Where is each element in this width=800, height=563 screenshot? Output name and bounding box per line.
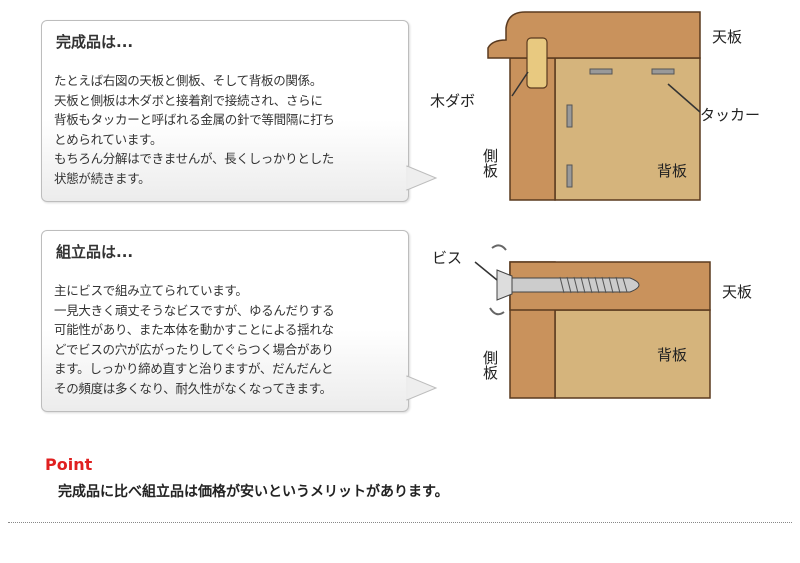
bubble-tail [406, 165, 438, 191]
finished-diagram [487, 11, 701, 201]
finished-title: 完成品は... [56, 33, 134, 51]
top-board [487, 11, 701, 59]
dotted-divider [8, 522, 792, 523]
assembled-product-bubble: 組立品は... 主にビスで組み立てられています。 一見大きく頑丈そうなビスですが… [41, 230, 409, 412]
rotation-mark [489, 307, 505, 316]
assembled-diagram [474, 244, 711, 399]
point-label: Point [45, 455, 93, 474]
assembled-body: 主にビスで組み立てられています。 一見大きく頑丈そうなビスですが、ゆるんだりする… [54, 283, 335, 396]
label-side-board: 側板 [481, 148, 499, 178]
finished-body: たとえば右図の天板と側板、そして背板の関係。 天板と側板は木ダボと接着剤で接続さ… [54, 73, 335, 186]
screw [496, 269, 640, 301]
label-dowel: 木ダボ [430, 92, 476, 110]
finished-product-bubble: 完成品は... たとえば右図の天板と側板、そして背板の関係。 天板と側板は木ダボ… [41, 20, 409, 202]
staples [566, 68, 675, 188]
label-tacker: タッカー [700, 106, 761, 124]
label-top-board: 天板 [722, 283, 753, 301]
bubble-tail [406, 375, 438, 401]
rotation-mark [491, 244, 507, 251]
label-screw: ビス [432, 249, 463, 267]
label-top-board: 天板 [712, 28, 743, 46]
dowel [526, 37, 548, 89]
assembled-title: 組立品は... [56, 243, 134, 261]
label-back-board: 背板 [657, 346, 688, 364]
label-back-board: 背板 [657, 162, 688, 180]
point-text: 完成品に比べ組立品は価格が安いというメリットがあります。 [58, 484, 449, 500]
label-side-board: 側板 [481, 350, 499, 380]
